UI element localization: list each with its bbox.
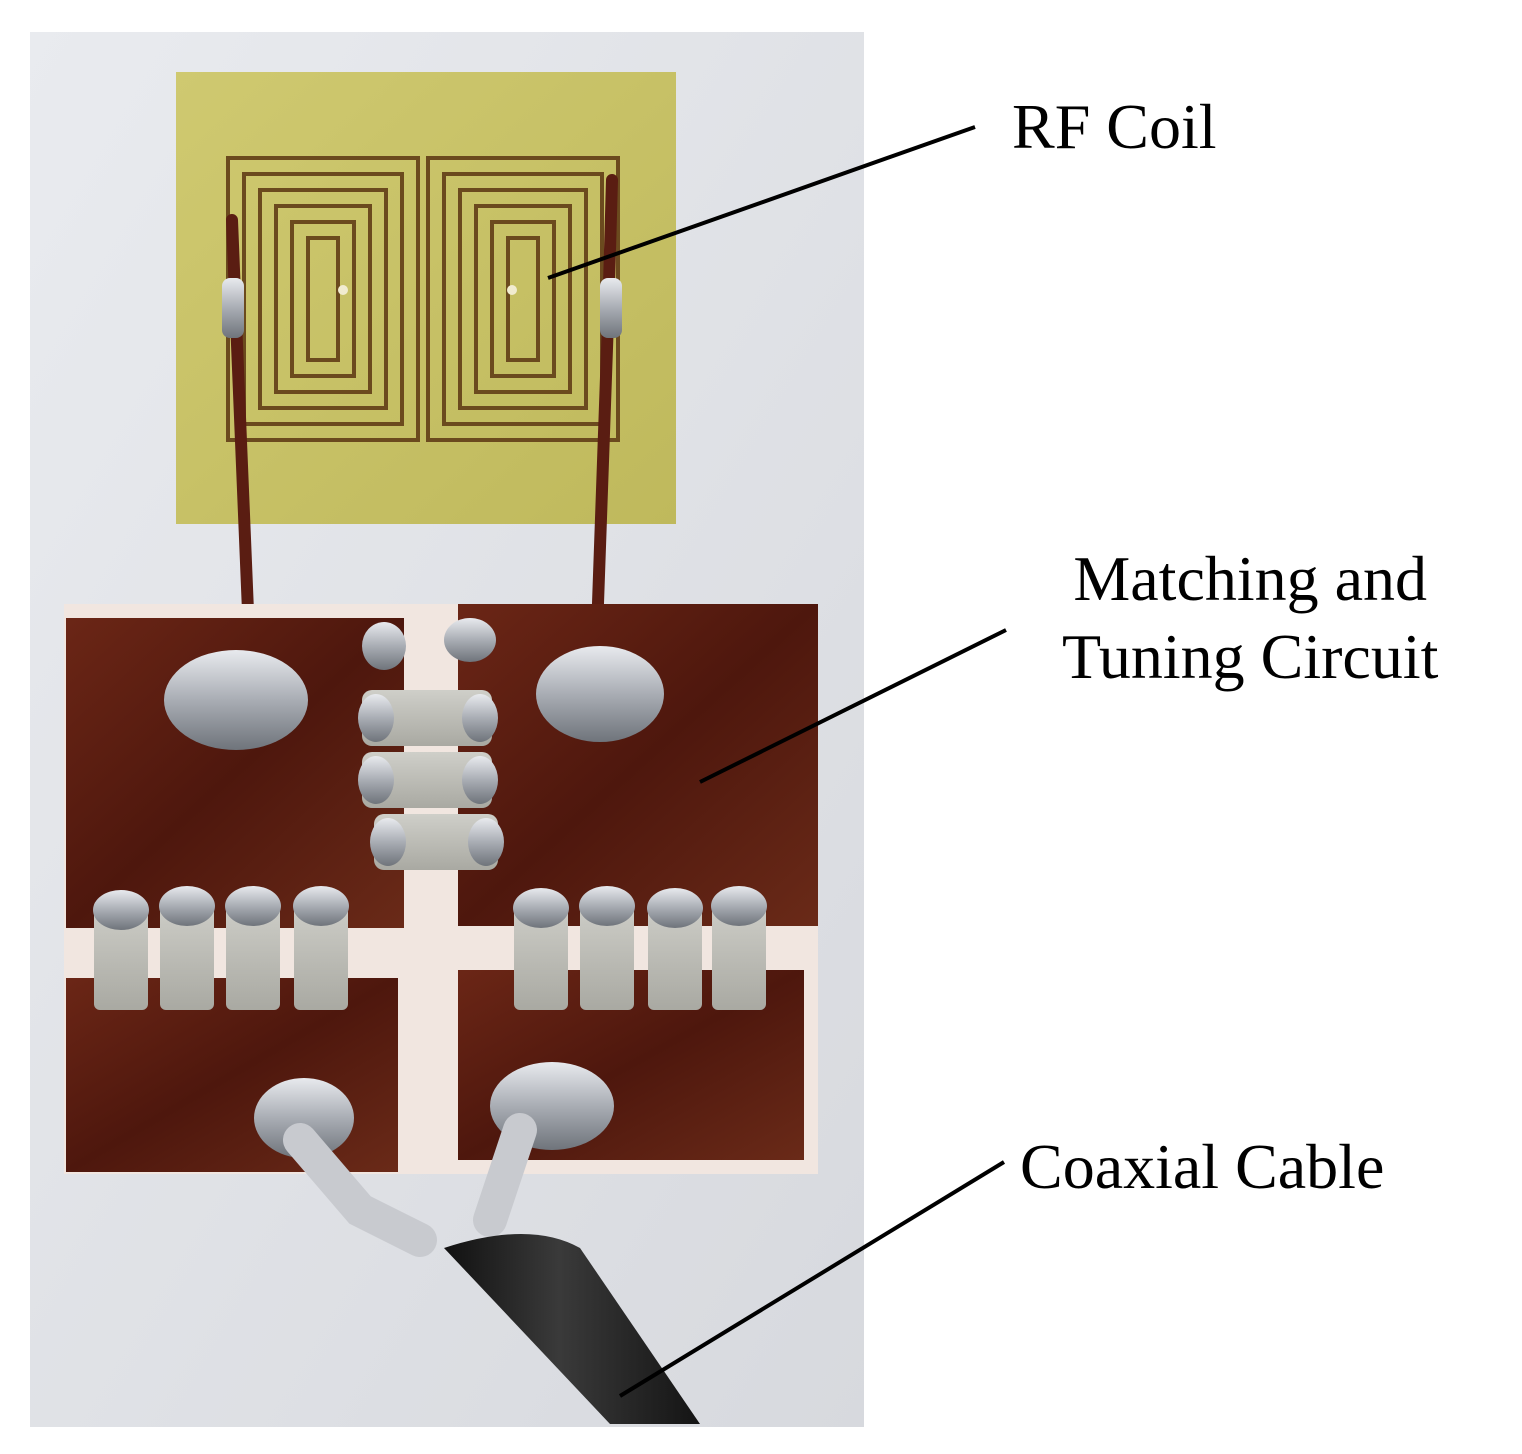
label-matching-tuning-circuit: Matching and Tuning Circuit: [1062, 540, 1438, 696]
matching-circuit-board: [64, 604, 818, 1174]
leader-lines: [547, 125, 1007, 1398]
leader-line-coaxial: [618, 1160, 1006, 1398]
label-coaxial-cable: Coaxial Cable: [1020, 1131, 1385, 1202]
smd-capacitors-center: [358, 618, 504, 870]
smd-capacitors-left-row: [93, 886, 349, 1010]
leader-line-rf-coil: [547, 125, 976, 280]
coaxial-cable: [283, 1113, 700, 1424]
label-rf-coil: RF Coil: [1012, 91, 1217, 162]
label-matching-line2: Tuning Circuit: [1062, 621, 1439, 693]
smd-capacitors-right-row: [513, 886, 767, 1010]
label-matching-line1: Matching and: [1073, 543, 1428, 614]
rf-coil-pcb: [176, 72, 676, 666]
leader-line-matching: [699, 628, 1007, 784]
